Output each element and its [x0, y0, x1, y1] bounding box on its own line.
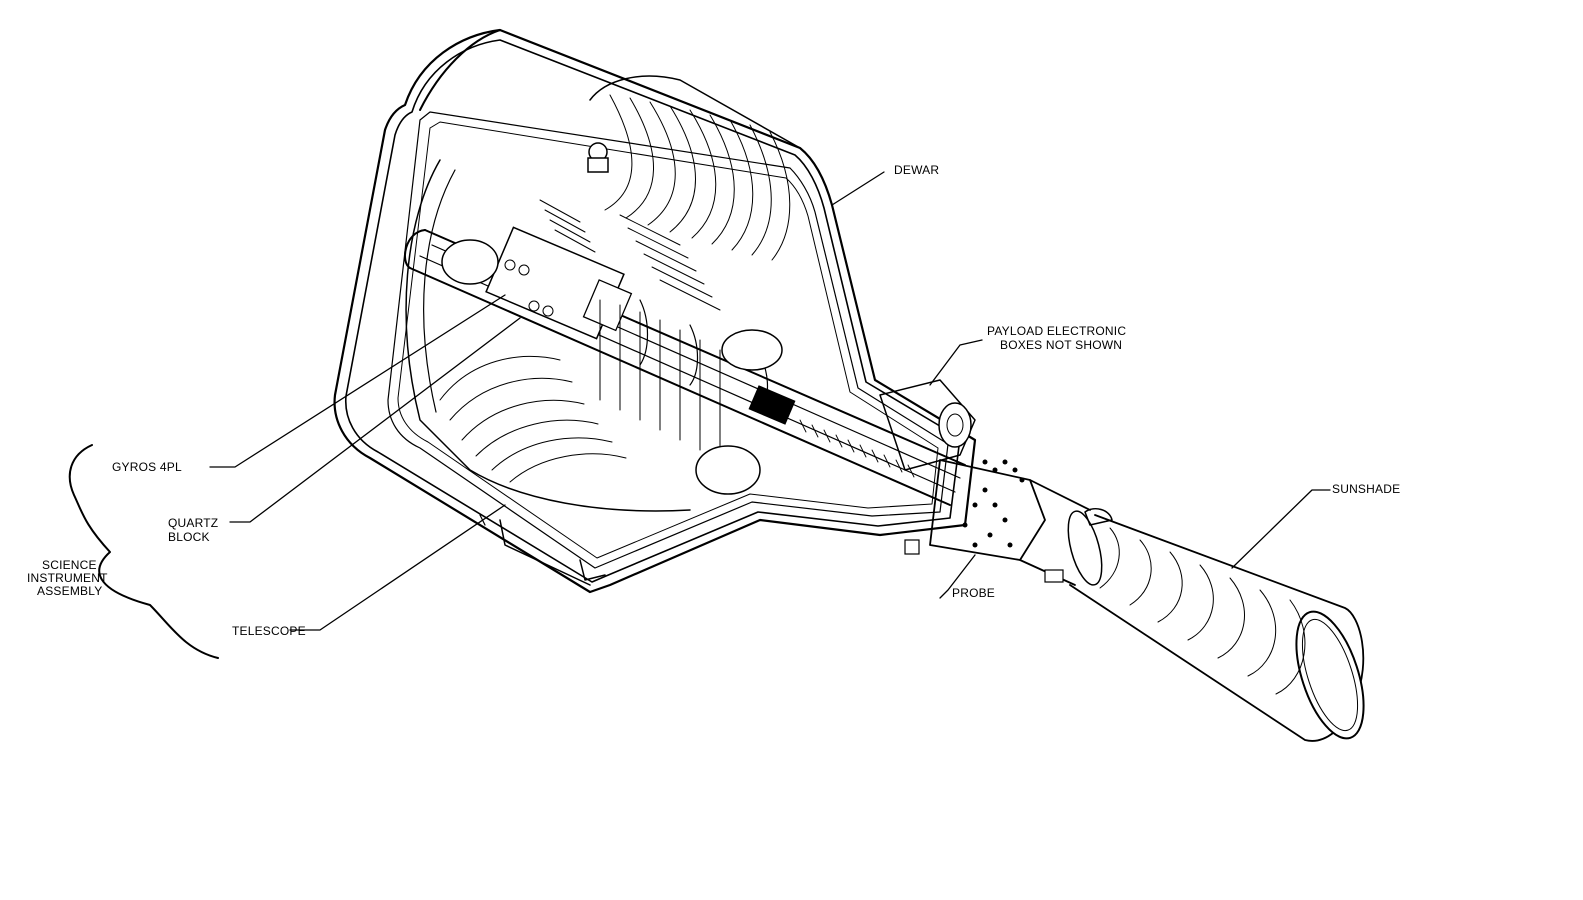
label-payload-line2: BOXES NOT SHOWN: [1000, 338, 1122, 352]
sunshade: [1069, 514, 1365, 742]
dewar-leader: [831, 171, 885, 206]
probe-neck: [879, 379, 1113, 586]
tube-hatching: [799, 419, 915, 478]
label-probe: PROBE: [952, 586, 995, 600]
sunshade-leader: [1231, 489, 1331, 569]
probe-holes: [962, 459, 1025, 548]
baffle-fins: [439, 299, 721, 483]
upper-slots: [539, 199, 721, 311]
quartz-leader: [229, 317, 521, 523]
gyros-leader: [209, 294, 506, 468]
label-payload-line1: PAYLOAD ELECTRONIC: [987, 324, 1126, 338]
dewar-top-ribs: [604, 94, 791, 261]
science-brace: [68, 444, 219, 659]
science-instrument-cutaway: [404, 159, 966, 512]
label-quartz-line1: QUARTZ: [168, 516, 218, 530]
leader-lines: [68, 171, 1331, 659]
probe-leader: [939, 554, 976, 599]
label-quartz-line2: BLOCK: [168, 530, 210, 544]
label-dewar: DEWAR: [894, 163, 939, 177]
label-science-line3: ASSEMBLY: [37, 584, 102, 598]
dewar-body: [333, 28, 977, 594]
label-telescope: TELESCOPE: [232, 624, 306, 638]
label-science-line1: SCIENCE: [42, 558, 97, 572]
sunshade-baffles: [1099, 527, 1306, 695]
label-science-line2: INSTRUMENT: [27, 571, 108, 585]
label-gyros: GYROS 4PL: [112, 460, 182, 474]
telescope-leader: [289, 504, 506, 631]
payload-leader: [929, 339, 983, 386]
label-sunshade: SUNSHADE: [1332, 482, 1400, 496]
